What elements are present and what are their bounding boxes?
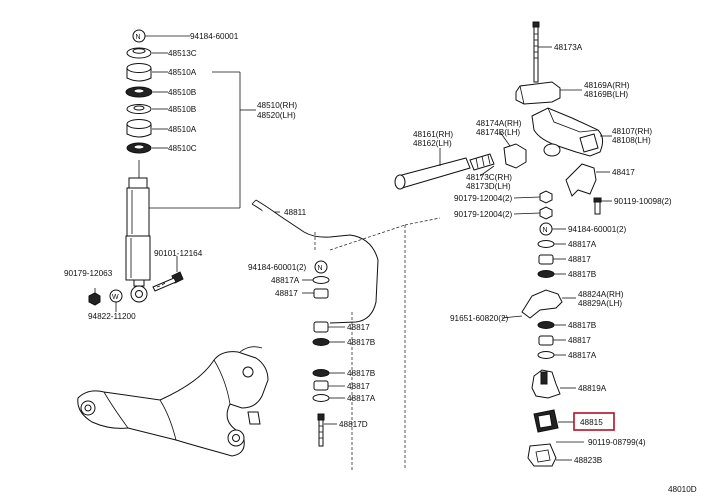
label-90101-12164: 90101-12164	[154, 249, 203, 258]
n-callout-2: N	[318, 265, 323, 272]
label-48510b-2: 48510B	[168, 105, 197, 114]
torsion-arm-48107	[531, 107, 604, 157]
label-48817b-4: 48817B	[568, 321, 597, 330]
label-48510rh: 48510(RH)	[257, 101, 297, 110]
bolt-90119-10098	[593, 197, 602, 215]
label-48510a-1: 48510A	[168, 68, 197, 77]
label-48173a: 48173A	[554, 43, 583, 52]
bushing-48815	[533, 409, 559, 433]
label-90179-12004-1: 90179-12004(2)	[454, 194, 513, 203]
label-48817d: 48817D	[339, 420, 368, 429]
nut-90179-12004-1	[539, 190, 553, 204]
label-48510b-1: 48510B	[168, 88, 197, 97]
diagram-code: 48010D	[668, 485, 697, 494]
bracket-48169a	[515, 81, 561, 105]
label-90119-10098: 90119-10098(2)	[614, 197, 672, 206]
label-48169b: 48169B(LH)	[584, 90, 628, 99]
label-48815[interactable]: 48815	[580, 418, 603, 427]
label-48817-2: 48817	[347, 323, 370, 332]
label-94184-60001: 94184-60001	[190, 32, 239, 41]
shock-absorber	[125, 160, 151, 303]
bracket-48417	[565, 163, 597, 197]
part-48174a	[503, 143, 527, 169]
label-48173c: 48173C(RH)	[466, 173, 512, 182]
label-48817b-3: 48817B	[568, 270, 597, 279]
label-94184-60001-2: 94184-60001(2)	[248, 263, 307, 272]
washer-48817a-3	[537, 240, 555, 248]
label-94184-60001-3: 94184-60001(2)	[568, 225, 627, 234]
bushing-48817-4	[538, 254, 554, 265]
lower-control-arm	[77, 346, 269, 457]
bushing-48817-5	[538, 335, 554, 346]
label-48817-4: 48817	[568, 255, 591, 264]
label-48817a-3: 48817A	[568, 240, 597, 249]
label-48829a: 48829A(LH)	[578, 299, 622, 308]
label-48817a-1: 48817A	[271, 276, 300, 285]
label-48520lh: 48520(LH)	[257, 111, 296, 120]
label-48162: 48162(LH)	[413, 139, 452, 148]
label-48817-5: 48817	[568, 336, 591, 345]
label-90179-12063: 90179-12063	[64, 269, 113, 278]
bushing-48817-2	[313, 321, 329, 333]
bolt-48817d	[317, 413, 325, 447]
label-48817a-4: 48817A	[568, 351, 597, 360]
label-48817-1: 48817	[275, 289, 298, 298]
bushing-48817-1	[313, 288, 329, 299]
label-48817b-2: 48817B	[347, 369, 376, 378]
washer-48817a-4	[537, 351, 555, 359]
label-48417: 48417	[612, 168, 635, 177]
bracket-48819a	[531, 369, 561, 399]
label-48817b-1: 48817B	[347, 338, 376, 347]
bolt-90101-12164	[152, 271, 184, 292]
label-48824a: 48824A(RH)	[578, 290, 624, 299]
torsion-bar-48161	[394, 153, 495, 190]
label-48174a: 48174A(RH)	[476, 119, 522, 128]
washer-48817b-1	[312, 338, 330, 346]
label-48173d: 48173D(LH)	[466, 182, 511, 191]
label-48513c: 48513C	[168, 49, 197, 58]
label-48811: 48811	[284, 208, 307, 217]
washer-48817a-1	[312, 276, 330, 284]
label-48510a-2: 48510A	[168, 125, 197, 134]
label-90179-12004-2: 90179-12004(2)	[454, 210, 513, 219]
washer-48817b-2	[312, 369, 330, 377]
nut-90179-12063	[88, 292, 101, 306]
n-callout: N	[136, 34, 141, 41]
label-91651-60820: 91651-60820(2)	[450, 314, 509, 323]
label-48169a: 48169A(RH)	[584, 81, 630, 90]
label-48817-3: 48817	[347, 382, 370, 391]
label-48107: 48107(RH)	[612, 127, 652, 136]
label-94822-11200: 94822-11200	[88, 312, 136, 321]
n-callout-3: N	[543, 227, 548, 234]
label-48161: 48161(RH)	[413, 130, 453, 139]
stabilizer-bar-48811	[251, 199, 379, 324]
washer-48817a-2	[312, 394, 330, 402]
w-callout: W	[112, 294, 119, 301]
bracket-48824a	[521, 289, 563, 319]
label-48108: 48108(LH)	[612, 136, 651, 145]
bolt-48173a	[532, 21, 540, 83]
label-48174b: 48174B(LH)	[476, 128, 520, 137]
washer-48817b-4	[537, 321, 555, 329]
label-48510c: 48510C	[168, 144, 197, 153]
highlight-box-48815[interactable]	[573, 412, 615, 431]
n-callout-circle-2	[314, 260, 328, 274]
label-48823b: 48823B	[574, 456, 603, 465]
label-48819a: 48819A	[578, 384, 607, 393]
bushing-48817-3	[313, 380, 329, 391]
nut-90179-12004-2	[539, 206, 553, 220]
label-48817a-2: 48817A	[347, 394, 376, 403]
bracket-48823b	[527, 443, 557, 467]
washer-48817b-3	[537, 270, 555, 278]
label-90119-08799: 90119-08799(4)	[588, 438, 646, 447]
